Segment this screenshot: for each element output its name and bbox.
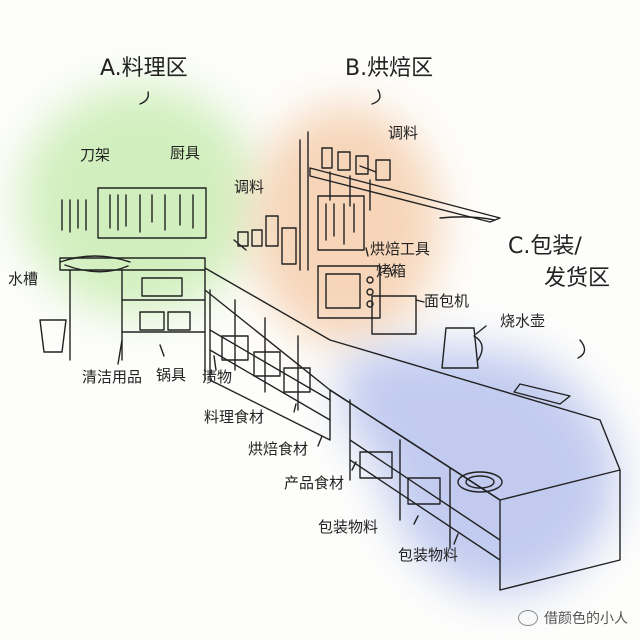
zone-c-wash	[341, 345, 617, 594]
zone-b-title: B.烘焙区	[345, 56, 434, 81]
label-cleaning-supplies: 清洁用品	[82, 368, 143, 386]
sink	[59, 255, 131, 263]
tool-board	[317, 195, 365, 251]
label-sink: 水槽	[8, 270, 39, 288]
oven-box	[317, 265, 381, 319]
knife-rack	[97, 187, 207, 239]
zone-a-title: A.料理区	[100, 56, 188, 81]
zone-c-title-line2: 发货区	[544, 266, 611, 291]
label-kitchenware: 厨具	[170, 144, 201, 162]
kettle-shape	[441, 327, 479, 369]
watermark-text: 借颜色的小人	[544, 611, 628, 627]
label-seasoning-left: 调料	[234, 178, 265, 196]
label-bread-machine: 面包机	[424, 292, 470, 310]
zone-c-title-line1: C.包装/	[508, 234, 582, 259]
label-knife-rack: 刀架	[80, 146, 111, 164]
label-oven: 烤箱	[376, 262, 407, 280]
label-pots: 锅具	[156, 366, 187, 384]
label-pickles: 渍物	[202, 368, 233, 386]
label-baking-tools: 烘焙工具	[370, 240, 431, 258]
zone-b-wash	[250, 105, 440, 345]
label-baking-ingredients: 烘焙食材	[248, 440, 309, 458]
label-kettle: 烧水壶	[500, 312, 546, 330]
label-seasoning-right: 调料	[388, 124, 419, 142]
label-cooking-ingredients: 料理食材	[204, 408, 265, 426]
label-product-ingredients: 产品食材	[284, 474, 345, 492]
label-packaging-1: 包装物料	[318, 518, 379, 536]
bread-machine-box	[371, 295, 417, 335]
chat-bubble-icon	[518, 610, 538, 626]
wall-shelf	[309, 167, 501, 223]
watermark: 借颜色的小人	[518, 608, 628, 628]
label-packaging-2: 包装物料	[398, 546, 459, 564]
wall-line	[299, 131, 309, 271]
